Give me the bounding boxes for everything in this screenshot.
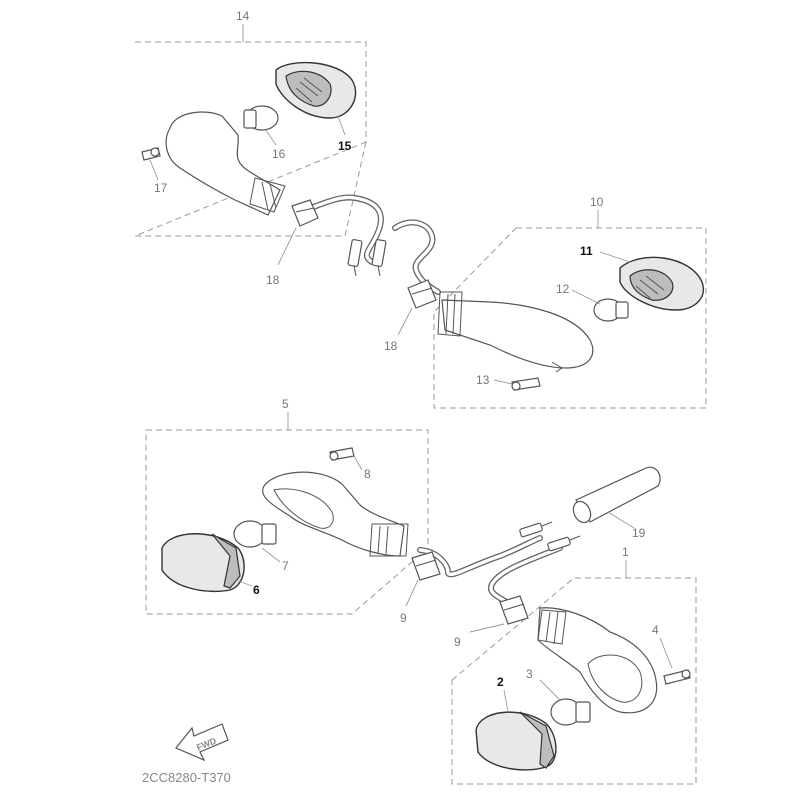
grommet-18-upper [291, 199, 319, 227]
callout-4: 4 [652, 623, 659, 637]
assembly-14-group: 14 15 16 17 [134, 9, 367, 237]
assembly-1-box [451, 577, 697, 785]
bulb-3 [550, 698, 591, 726]
screw-17 [141, 147, 161, 161]
callout-16: 16 [272, 147, 286, 161]
callout-5: 5 [282, 397, 289, 411]
lower-wire-harness: 9 [400, 521, 581, 625]
callout-18-lower: 18 [384, 339, 398, 353]
lens-2 [475, 711, 557, 771]
diagram-code: 2CC8280-T370 [142, 770, 231, 785]
callout-12: 12 [556, 282, 570, 296]
lens-15 [275, 61, 357, 119]
grommet-9-lower [499, 595, 529, 625]
callout-11: 11 [580, 244, 593, 258]
callout-3: 3 [526, 667, 533, 681]
assembly-1-group: 9 1 2 3 4 [451, 545, 697, 785]
callout-6: 6 [253, 583, 260, 597]
screw-4 [663, 669, 691, 685]
connector-upper [347, 239, 387, 277]
callout-19: 19 [632, 526, 646, 540]
upper-wire-harness: 18 [266, 194, 441, 295]
callout-2: 2 [497, 675, 504, 689]
bulb-7 [233, 520, 277, 548]
front-right-signal-housing [437, 291, 594, 373]
assembly-10-box [433, 227, 707, 409]
callout-10: 10 [590, 195, 604, 209]
assembly-10-group: 18 10 11 12 13 [384, 195, 707, 409]
front-left-signal-housing [537, 607, 658, 714]
lens-11 [619, 256, 705, 311]
grommet-18-lower [407, 279, 437, 309]
callout-13: 13 [476, 373, 490, 387]
rear-right-signal-housing [262, 471, 409, 557]
callout-15: 15 [338, 139, 352, 153]
callout-14: 14 [236, 9, 250, 23]
callout-7: 7 [282, 559, 289, 573]
bulb-12 [593, 298, 629, 322]
assembly-5-group: 5 6 7 8 [145, 397, 429, 615]
bulb-16 [243, 105, 279, 131]
callout-9-upper: 9 [400, 611, 407, 625]
callout-17: 17 [154, 181, 168, 195]
protective-sleeve-19: 19 [572, 466, 661, 540]
callout-18-upper: 18 [266, 273, 280, 287]
fwd-arrow: FWD [175, 723, 229, 762]
callout-1: 1 [622, 545, 629, 559]
callout-9-lower: 9 [454, 635, 461, 649]
assembly-5-box [145, 429, 429, 615]
connector-lower [519, 521, 581, 552]
rear-left-signal-housing [165, 111, 286, 216]
lens-6 [161, 533, 245, 593]
screw-8 [329, 447, 355, 461]
grommet-9-upper [411, 551, 441, 581]
callout-8: 8 [364, 467, 371, 481]
screw-13 [511, 377, 541, 391]
